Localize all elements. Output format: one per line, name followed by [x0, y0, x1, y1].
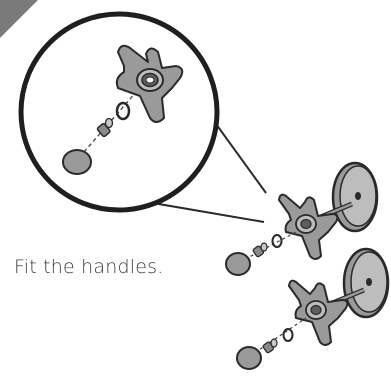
lower-handle-assembly: [237, 249, 388, 369]
o-ring-icon: [273, 235, 282, 247]
screw-icon: [262, 339, 277, 353]
o-ring-icon: [284, 329, 293, 341]
corner-tab: [0, 0, 38, 38]
cap-icon: [63, 150, 91, 174]
star-knob-icon: [279, 195, 337, 259]
wheel-icon: [344, 249, 388, 317]
cap-icon: [237, 347, 261, 369]
instruction-text: Fit the handles.: [14, 256, 163, 278]
magnifier-circle: [21, 14, 217, 210]
wheel-icon: [333, 163, 377, 231]
star-knob-icon: [289, 281, 347, 345]
screw-icon: [252, 243, 267, 257]
cap-icon: [226, 253, 250, 275]
